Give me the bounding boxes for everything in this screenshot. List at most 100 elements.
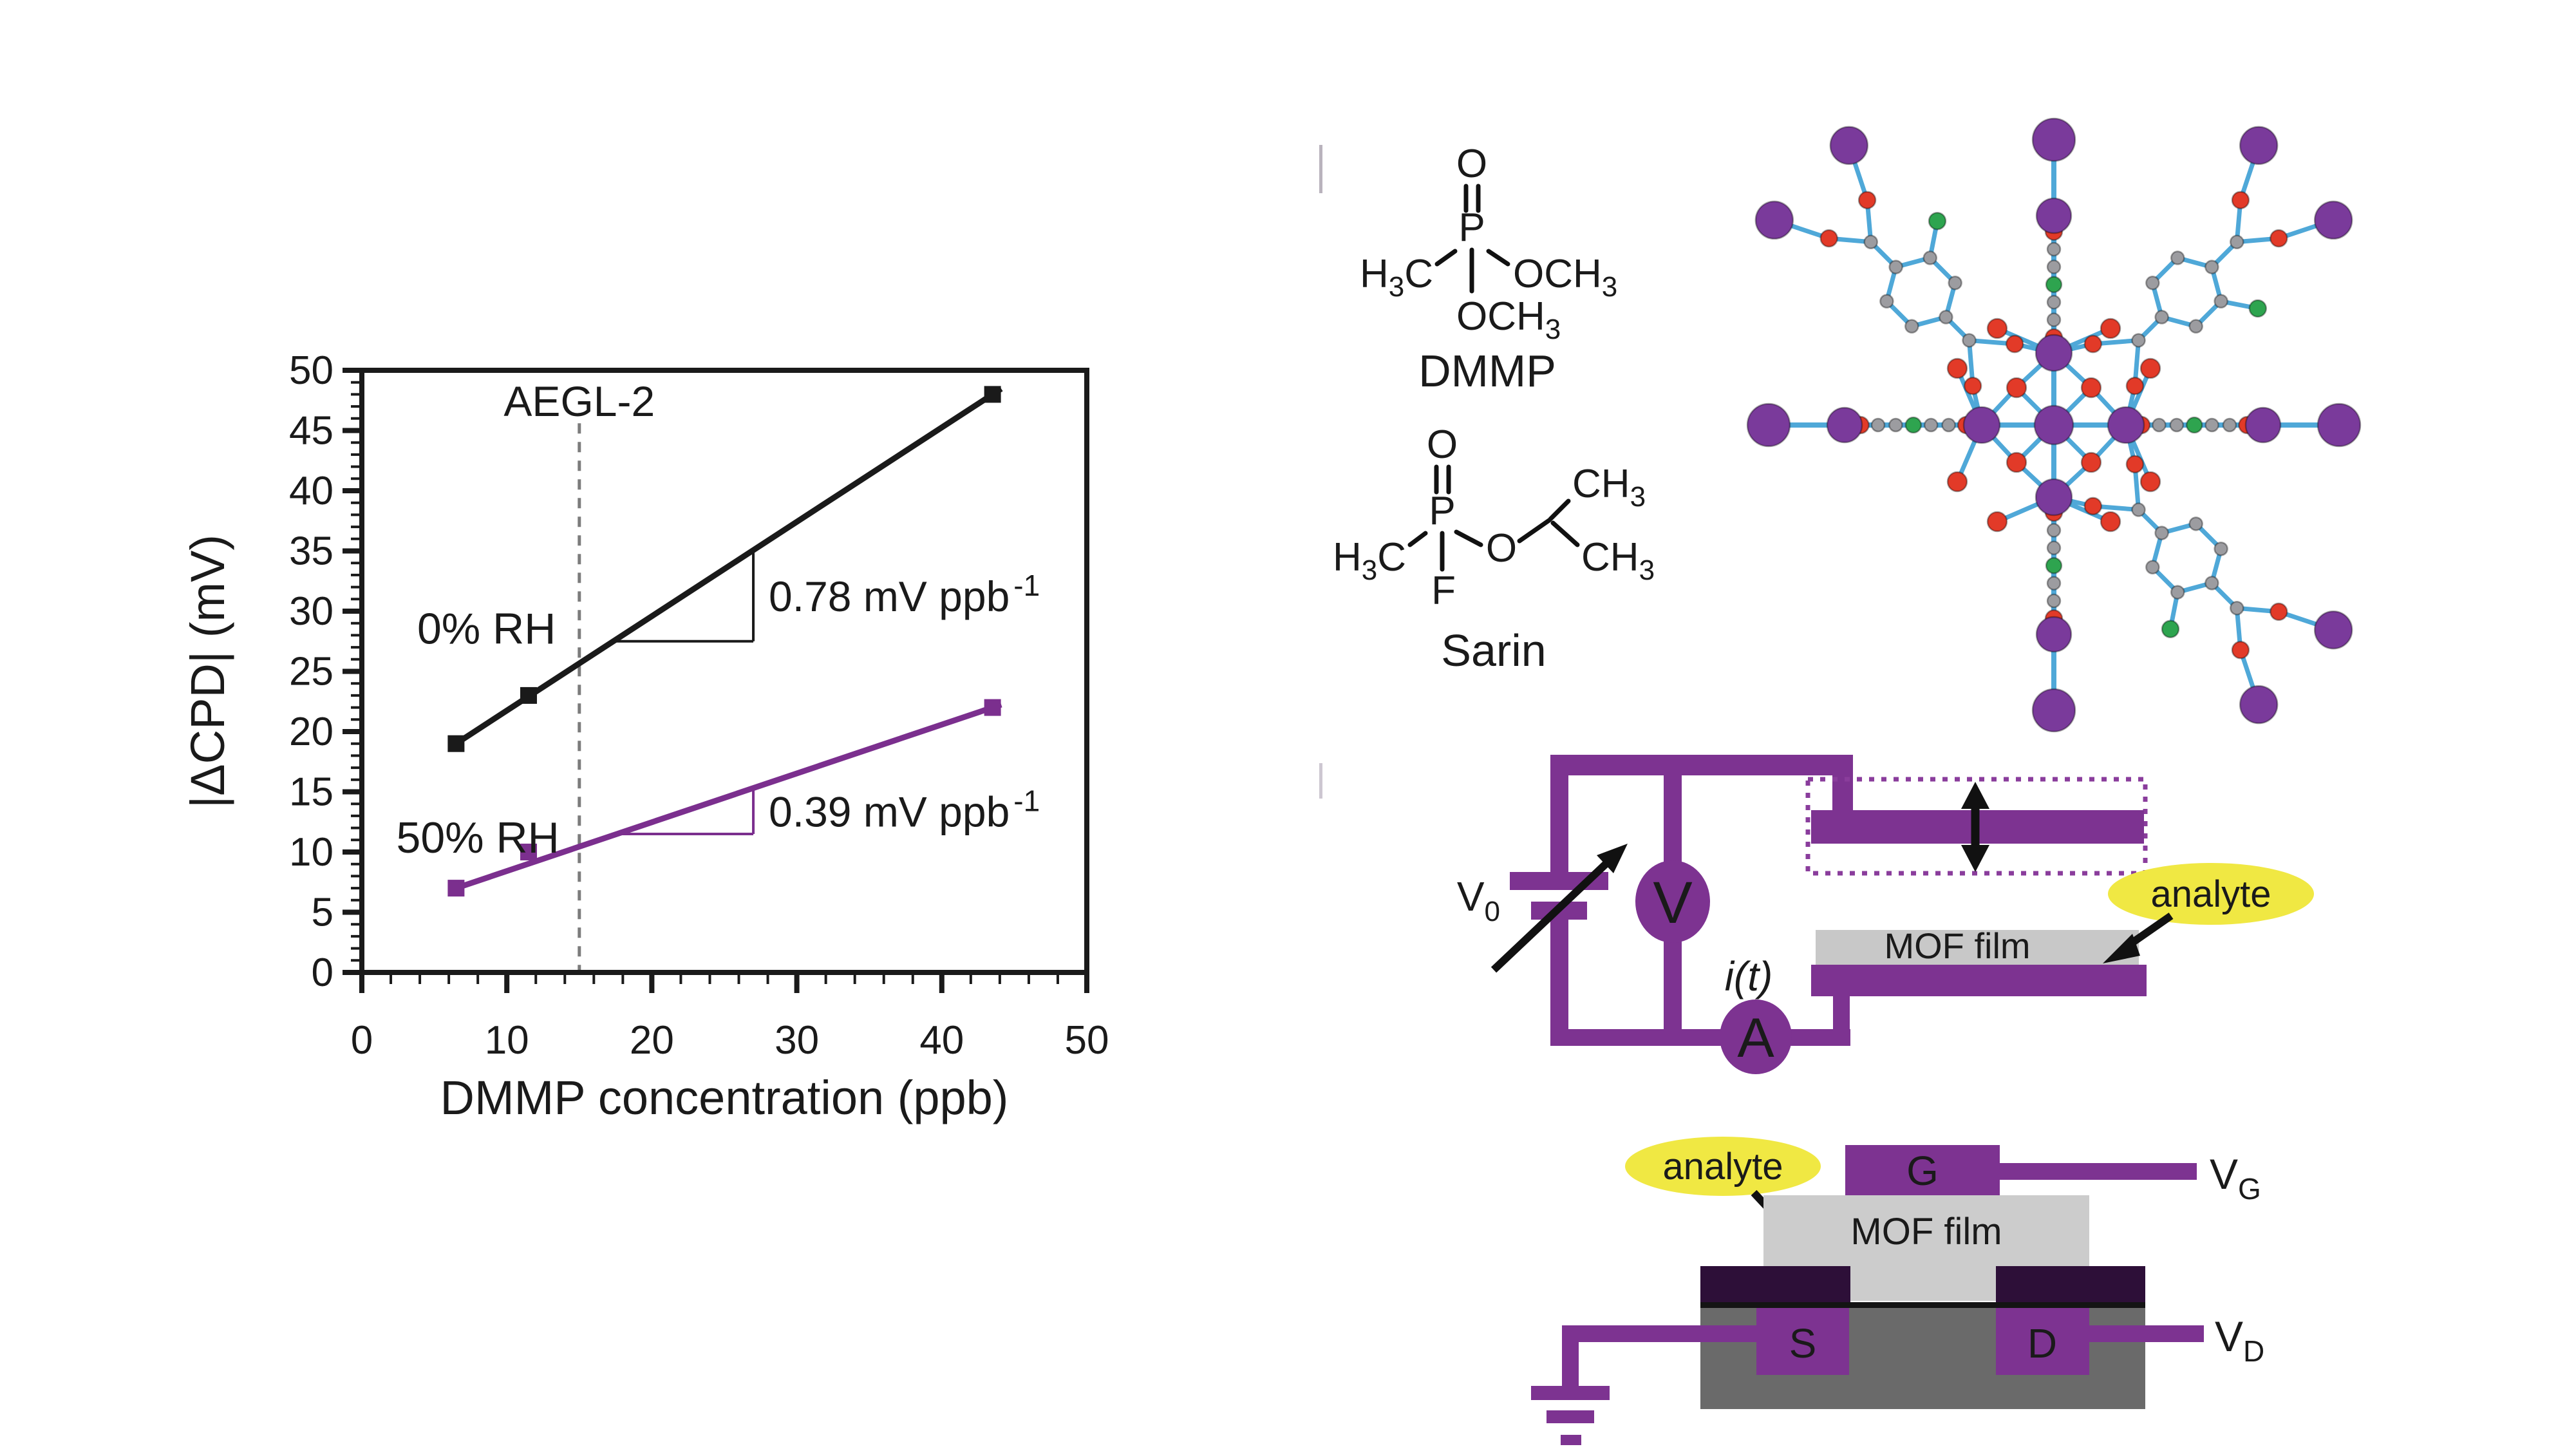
data-point <box>984 386 1001 403</box>
mof-atom-metal <box>2031 688 2076 733</box>
y-tick-label: 5 <box>312 891 334 935</box>
dmmp-name-label: DMMP <box>1418 346 1556 396</box>
voltmeter-label: V <box>1653 870 1692 936</box>
mof-atom-carbon <box>1904 319 1919 334</box>
y-axis-title: |ΔCPD| (mV) <box>181 535 234 808</box>
source-electrode <box>1756 1308 1849 1375</box>
ammeter-label: A <box>1737 1007 1774 1069</box>
mof-atom-carbon <box>1939 310 1953 325</box>
mof-atom-metal <box>2035 478 2073 516</box>
mof-atom-carbon <box>1888 260 1903 274</box>
mof-atom-halogen <box>1928 211 1947 231</box>
dielectric-layer <box>1700 1266 1850 1302</box>
sarin-fluorine-label: F <box>1431 569 1456 613</box>
mof-atom-metal <box>2313 200 2353 240</box>
mof-atom-oxygen <box>1986 317 2008 339</box>
kp-analyte-badge <box>2108 863 2314 925</box>
slope-label: 0.78 mV ppb-1 <box>769 569 1040 620</box>
mof-atom-carbon <box>1962 333 1977 348</box>
mof-atom-metal <box>2239 685 2279 724</box>
mof-atom-metal <box>2031 117 2076 162</box>
mof-atom-oxygen <box>1857 191 1877 209</box>
mof-atom-carbon <box>2046 523 2062 538</box>
mof-atom-carbon <box>2230 234 2244 249</box>
dmmp-methoxy-right-sub: 3 <box>1602 271 1617 303</box>
drain-label: D <box>2027 1320 2057 1367</box>
mof-atom-metal <box>2035 334 2073 372</box>
mof-atom-oxygen <box>2100 511 2121 533</box>
ground-icon <box>1561 1435 1581 1445</box>
sarin-oxygen-label: O <box>1427 422 1458 467</box>
mof-atom-metal <box>1829 126 1869 166</box>
dmmp-methyl-c: C <box>1404 252 1433 296</box>
mof-atom-metal <box>2239 126 2279 166</box>
sarin-bond <box>1550 520 1580 547</box>
mof-atom-carbon <box>1948 276 1962 290</box>
vibration-arrowhead-down-icon <box>1961 845 1989 872</box>
y-tick-label: 30 <box>289 589 334 634</box>
sarin-methyl-top-main: CH <box>1572 462 1630 506</box>
sarin-methyl-right-sub: 3 <box>1639 554 1655 586</box>
series-name-label: 0% RH <box>417 604 556 653</box>
mof-atom-oxygen <box>2100 317 2121 339</box>
mof-atom-metal <box>2033 404 2074 446</box>
mof-atom-carbon <box>2222 417 2237 433</box>
dmmp-phosphorus-label: P <box>1458 205 1485 250</box>
mof-atom-metal <box>2244 406 2282 444</box>
mof-atom-carbon <box>2145 276 2160 290</box>
mof-atom-carbon <box>2154 526 2169 540</box>
v0-main: V <box>1457 873 1485 920</box>
vd-main: V <box>2215 1312 2243 1360</box>
sarin-methyl-sub: 3 <box>1362 554 1377 586</box>
sarin-structure: O P H3C F O CH3 CH3 Sarin <box>1333 422 1655 676</box>
mof-atom-carbon <box>2046 260 2062 274</box>
dmmp-methoxy-down-label: OCH3 <box>1456 294 1561 345</box>
dmmp-bond <box>1486 249 1510 267</box>
mof-atom-metal <box>2313 610 2353 650</box>
mof-atom-carbon <box>2205 576 2219 591</box>
mof-atom-oxygen <box>2125 376 2145 395</box>
ammeter-icon <box>1720 999 1792 1074</box>
mof-atom-carbon <box>2214 541 2228 556</box>
mof-atom-metal <box>2317 402 2362 448</box>
ground-icon <box>1531 1386 1610 1400</box>
sarin-phosphorus-label: P <box>1429 489 1455 533</box>
voltmeter-branch-wire <box>1664 938 1682 1034</box>
mof-atom-carbon <box>2046 593 2062 609</box>
mof-atom-halogen <box>1904 416 1923 434</box>
sarin-bond <box>1454 529 1483 547</box>
aegl2-label: AEGL-2 <box>503 377 655 425</box>
sarin-methyl-label: H3C <box>1333 535 1406 586</box>
vg-main: V <box>2210 1150 2238 1198</box>
mof-atom-oxygen <box>2231 641 2250 659</box>
source-label: S <box>1789 1320 1817 1367</box>
series-fit-line <box>447 386 1003 751</box>
gate-label: G <box>1906 1148 1939 1194</box>
mof-atom-carbon <box>1863 234 1878 249</box>
mof-atom-halogen <box>2185 416 2203 434</box>
fet-mof-film-label: MOF film <box>1850 1211 2002 1253</box>
vd-label: VD <box>2215 1312 2264 1368</box>
mof-atom-carbon <box>2205 260 2219 274</box>
variable-voltage-arrowhead-icon <box>1597 844 1628 873</box>
slope-label: 0.39 mV ppb-1 <box>769 784 1040 835</box>
drain-electrode <box>1996 1308 2089 1375</box>
gate-electrode <box>1845 1145 2000 1195</box>
y-tick-label: 50 <box>289 348 334 393</box>
dielectric-interface-line <box>1700 1302 2145 1308</box>
mof-atom-oxygen <box>2083 497 2103 516</box>
dmmp-methoxy-down-sub: 3 <box>1545 314 1561 345</box>
mof-atom-halogen <box>2161 620 2180 639</box>
probe-plate-wire <box>1832 775 1853 813</box>
mof-atom-halogen <box>2045 276 2063 294</box>
mof-atom-metal <box>1826 406 1863 444</box>
x-axis-title: DMMP concentration (ppb) <box>440 1071 1009 1124</box>
mof-atom-metal <box>2035 616 2073 653</box>
mof-atom-carbon <box>1888 417 1903 433</box>
panel-edge-artifact <box>1319 145 1322 193</box>
drain-wire <box>2089 1325 2204 1342</box>
dmmp-structure: O P H3C OCH3 OCH3 DMMP <box>1360 142 1617 396</box>
circuit-left-wire <box>1550 755 1568 876</box>
